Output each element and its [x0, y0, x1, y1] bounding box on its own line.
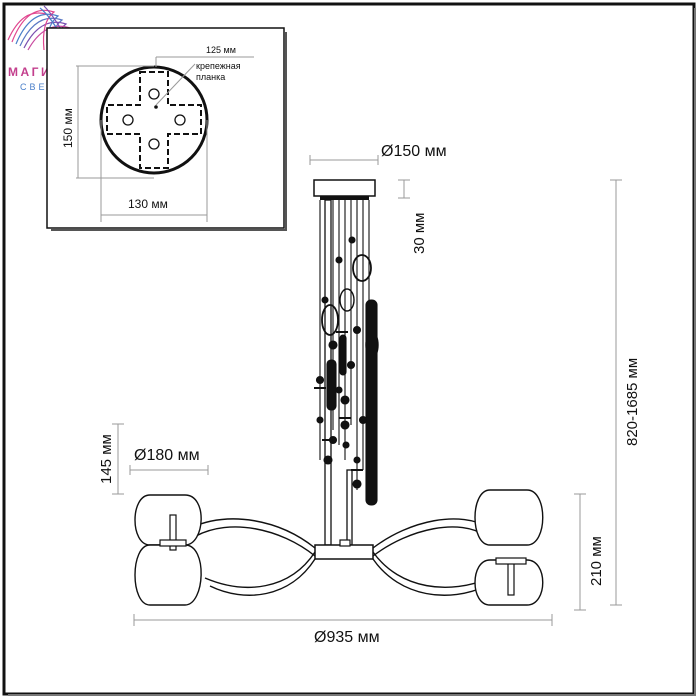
brand-tagline: СВЕТА: [20, 82, 65, 92]
mounting-plate-inset: 125 мм крепежная планка 150 мм 130 мм: [46, 27, 287, 231]
screw-hole-left: [122, 114, 134, 126]
screw-hole-right: [174, 114, 186, 126]
canopy-height-label: 30 мм: [411, 213, 428, 254]
hub-top: [339, 539, 351, 547]
shade-bottom-left: [134, 544, 202, 606]
crystal-drop-mid: [326, 359, 337, 411]
shade-height-label: 145 мм: [98, 434, 115, 484]
socket-right: [507, 559, 515, 596]
total-height-label: 820-1685 мм: [624, 358, 641, 446]
mount-label-line2: планка: [196, 72, 225, 82]
chandelier-drawing: Ø150 мм 30 мм 820-1685 мм 210 мм 145 мм …: [98, 143, 641, 646]
main-dimension-lines: [112, 155, 622, 626]
glass-shades: [134, 489, 544, 606]
mount-label-line1: крепежная: [196, 61, 241, 71]
socket-left: [169, 514, 177, 551]
canopy-diameter-label: Ø150 мм: [381, 143, 447, 160]
ceiling-canopy: [313, 179, 376, 197]
shade-diameter-label: Ø180 мм: [134, 447, 200, 464]
total-width-label: Ø935 мм: [314, 629, 380, 646]
crystal-ring-3: [339, 288, 355, 312]
screw-hole-top: [148, 88, 160, 100]
crystal-ring-2: [321, 304, 339, 336]
canopy-underside: [320, 196, 369, 200]
central-hub: [314, 544, 374, 560]
shade-top-right: [474, 489, 544, 546]
arm-height-label: 210 мм: [588, 536, 605, 586]
center-point: [154, 105, 158, 109]
crystal-drop-small: [339, 334, 347, 376]
screw-hole-bottom: [148, 138, 160, 150]
inset-dim-left: 150 мм: [61, 108, 75, 148]
crystal-ring-1: [352, 254, 372, 282]
crystal-drop-long: [365, 299, 378, 506]
mounting-cross-bracket: [106, 71, 202, 169]
center-rod-lower: [346, 469, 353, 546]
shade-top-left: [134, 494, 202, 546]
socket-left-cup: [159, 539, 187, 547]
inset-dimensions: [76, 56, 254, 222]
inset-dim-bottom: 130 мм: [128, 197, 168, 211]
decor-strands: [314, 200, 379, 506]
inset-box: [46, 27, 285, 229]
inset-dim-top: 125 мм: [206, 45, 236, 55]
socket-right-cup: [495, 557, 527, 565]
